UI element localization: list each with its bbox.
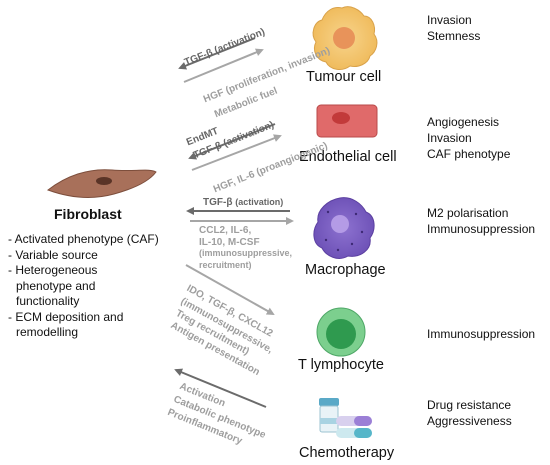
chemotherapy-effects: Drug resistance Aggressiveness: [427, 397, 512, 429]
effect-item: Invasion: [427, 131, 472, 145]
macrophage-icon: [313, 197, 375, 259]
fibroblast-property: phenotype and: [16, 278, 96, 293]
endothelial-cell-label: Endothelial cell: [299, 149, 397, 165]
arrow-fibroblast-to-t-lymphocyte: [185, 264, 275, 315]
fibroblast-title: Fibroblast: [54, 206, 122, 222]
macro-out-label: CCL2, IL-6, IL-10, M-CSF (immunosuppress…: [199, 225, 292, 271]
effect-item: Immunosuppression: [427, 222, 536, 236]
macro-in-label-main: TGF-β: [203, 197, 233, 208]
fibroblast-property: - Variable source: [8, 247, 98, 262]
effect-item: M2 polarisation: [427, 206, 509, 220]
effect-item: CAF phenotype: [427, 147, 511, 161]
endothelial-effects: Angiogenesis Invasion CAF phenotype: [427, 114, 510, 162]
macro-in-label-sub: (activation): [235, 197, 284, 207]
fibroblast-properties: - Activated phenotype (CAF) - Variable s…: [8, 232, 159, 341]
tumour-cell-icon: [312, 6, 378, 70]
macro-out-line: CCL2, IL-6,: [199, 225, 252, 236]
arrow-chemotherapy-to-fibroblast: [174, 368, 267, 408]
tumour-effects: Invasion Stemness: [427, 12, 480, 44]
arrow-fibroblast-to-tumour: [183, 48, 264, 83]
t-lymphocyte-effects: Immunosuppression: [427, 326, 535, 342]
fibroblast-property: - Activated phenotype (CAF): [8, 232, 159, 246]
effect-item: Drug resistance: [427, 398, 512, 412]
macro-out-line: recruitment): [199, 259, 252, 270]
macrophage-effects: M2 polarisation Immunosuppression: [427, 205, 535, 237]
macro-in-label: TGF-β (activation): [203, 197, 283, 209]
tumour-cell-label: Tumour cell: [306, 69, 382, 85]
t-lymphocyte-icon: [316, 307, 366, 357]
endothelial-cell-icon: [316, 104, 378, 138]
arrow-fibroblast-to-endothelial: [191, 134, 282, 171]
chemotherapy-label: Chemotherapy: [299, 445, 395, 461]
effect-item: Stemness: [427, 29, 481, 43]
fibroblast-property: remodelling: [16, 325, 79, 339]
fibroblast-cell-icon: [46, 169, 157, 198]
arrow-endothelial-to-fibroblast: [188, 123, 276, 160]
effect-item: Immunosuppression: [427, 327, 536, 341]
arrow-tumour-to-fibroblast: [178, 37, 256, 70]
macrophage-label: Macrophage: [305, 262, 386, 278]
fibroblast-property: - ECM deposition and: [8, 309, 124, 324]
macro-out-line: IL-10, M-CSF: [199, 236, 260, 248]
fibroblast-property: functionality: [16, 294, 80, 308]
effect-item: Angiogenesis: [427, 115, 500, 129]
t-lymphocyte-label: T lymphocyte: [298, 357, 384, 373]
fibroblast-property: - Heterogeneous: [8, 263, 98, 277]
chemotherapy-icon: [319, 398, 372, 438]
effect-item: Invasion: [427, 13, 472, 27]
effect-item: Aggressiveness: [427, 414, 512, 428]
macro-out-line: (immunosuppressive,: [199, 248, 293, 258]
